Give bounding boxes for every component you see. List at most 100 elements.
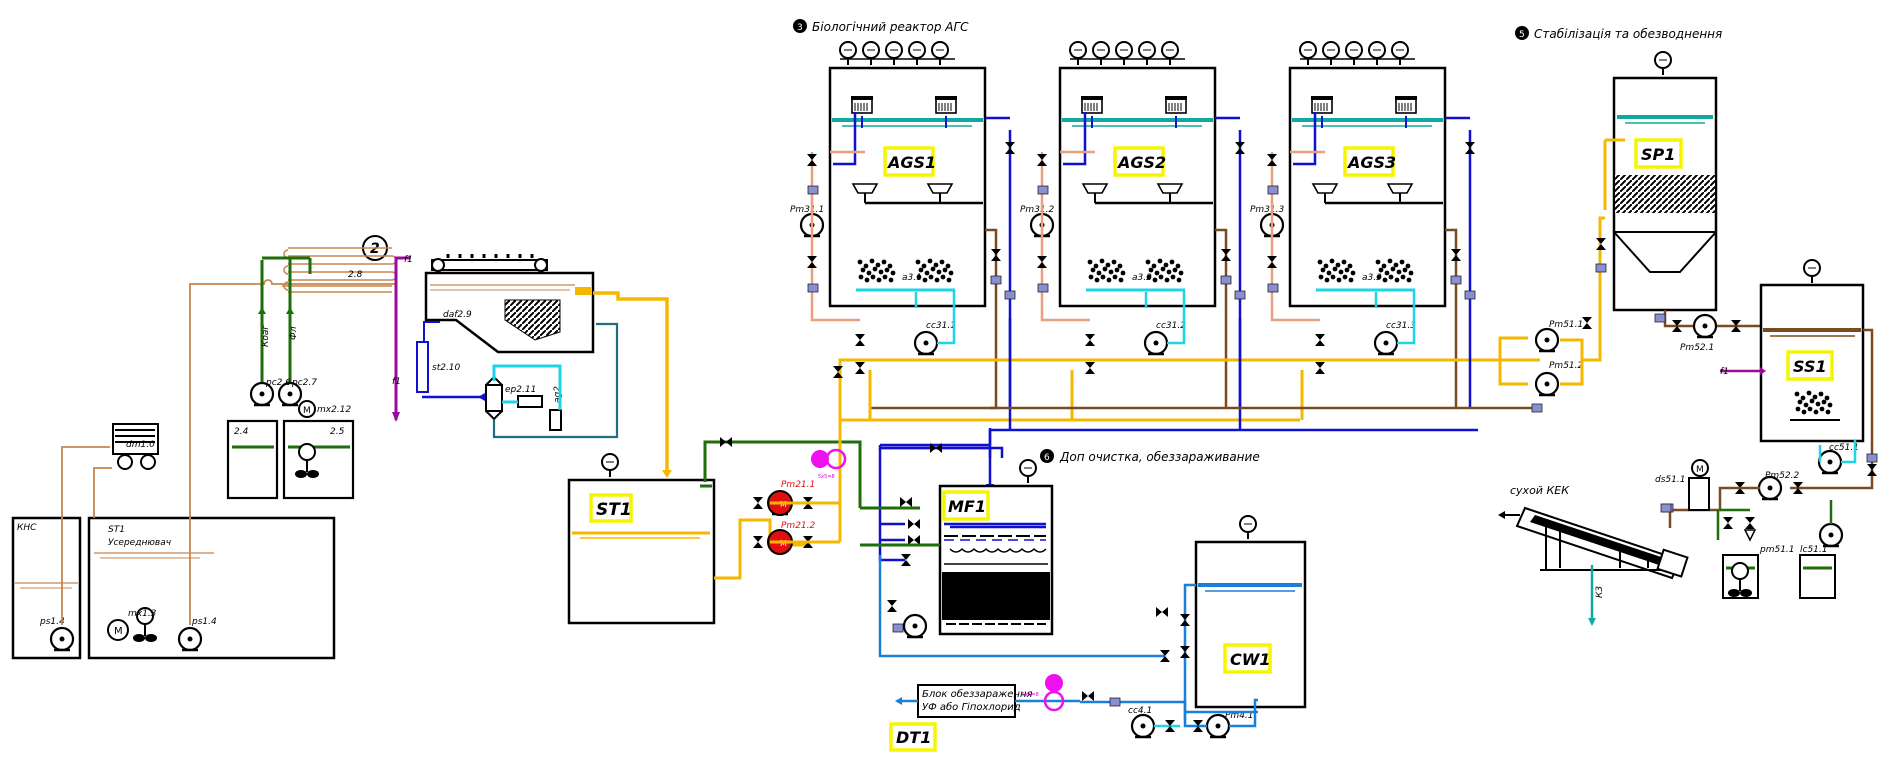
blower-label-cc31-3: cc31.3 xyxy=(1386,321,1416,331)
dosing-pump-label-1: pc2.6 xyxy=(265,378,291,388)
svg-text:Pm4.1: Pm4.1 xyxy=(1225,711,1254,721)
daf-to-st1-line xyxy=(593,291,669,470)
dewatering: Pm52.2 M ds51.1 pm51.1 lc51.1 xyxy=(1655,459,1844,599)
reactor-ags1: AGS1 a3.1 Pm31.1 cc31.1 xyxy=(790,41,998,410)
svg-text:a3.1: a3.1 xyxy=(902,273,922,283)
svg-text:5x5=8: 5x5=8 xyxy=(818,474,835,480)
thickener-sp1: SP1 Pm52.1 xyxy=(1603,51,1760,353)
svg-text:2.5: 2.5 xyxy=(330,427,345,437)
svg-text:M: M xyxy=(1696,465,1704,475)
svg-text:a3.3: a3.3 xyxy=(1362,273,1382,283)
dry-cake-label: сухой КЕК xyxy=(1510,484,1570,497)
pump-label-pm31-2: Pm31.2 xyxy=(1020,205,1055,215)
svg-text:2.4: 2.4 xyxy=(234,427,249,437)
blower-label-cc31-1: cc31.1 xyxy=(926,321,956,331)
equalizer-tank-st1: ST1 Усереднювач M mx1.3 ps1.4 xyxy=(87,516,336,660)
daf-unit: daf2.9 xyxy=(424,254,595,354)
svg-text:cc51.1: cc51.1 xyxy=(1829,443,1859,453)
uv-block-line1: Блок обеззараження xyxy=(922,688,1033,700)
section-3-heading: Біологічний реактор АГС xyxy=(812,20,969,34)
svg-text:pm51.1: pm51.1 xyxy=(1759,545,1795,555)
section-5-title: 5 Стабілізація та обезводнення xyxy=(1515,26,1722,41)
daf-saturator: st2.10 xyxy=(416,321,485,401)
reactor-ags2: AGS2 a3.2 Pm31.2 cc31.2 xyxy=(1020,41,1228,408)
uv-disinfection-block: Блок обеззараження УФ або Гіпохлорид 5x5… xyxy=(895,674,1080,718)
section-6-title: 6 Доп очистка, обеззараживание xyxy=(1040,449,1260,464)
svg-text:Pm52.2: Pm52.2 xyxy=(1765,471,1800,481)
svg-text:ag2: ag2 xyxy=(553,386,563,403)
buffer-tank-st1: ST1 xyxy=(567,453,716,625)
sludge-pumps-pm51: Pm51.1 Pm51.2 xyxy=(1498,216,1607,413)
purple-lines xyxy=(394,256,410,420)
mf-valves xyxy=(887,443,942,633)
sludge-stabilizer-ss1: SS1 f1 cc51.1 xyxy=(1720,259,1878,490)
dt1-label: DT1 xyxy=(889,722,937,752)
coag-label: Коаг xyxy=(261,325,271,347)
screen-label: dm1.0 xyxy=(126,440,155,450)
membrane-filter-mf1: MF1 xyxy=(938,459,1054,636)
flow-label-f1a: f1 xyxy=(404,255,413,265)
pump-label-pm31-3: Pm31.3 xyxy=(1250,205,1285,215)
pump-label-ps1-4b: ps1.4 xyxy=(191,617,217,627)
svg-text:M: M xyxy=(303,406,311,416)
svg-text:5x5=8: 5x5=8 xyxy=(1022,692,1039,698)
svg-text:f1: f1 xyxy=(1720,367,1729,377)
pump-label-pm21-2: Pm21.2 xyxy=(781,521,816,531)
svg-text:lc51.1: lc51.1 xyxy=(1800,545,1828,555)
tank-label-sp1: SP1 xyxy=(1641,145,1675,164)
svg-text:a3.2: a3.2 xyxy=(1132,273,1152,283)
svg-text:3: 3 xyxy=(797,23,803,33)
svg-text:Pm51.1: Pm51.1 xyxy=(1549,320,1583,330)
raw-water-lines xyxy=(61,279,395,625)
tank-label-ss1: SS1 xyxy=(1793,357,1827,376)
section-3-title: 3 Біологічний реактор АГС xyxy=(793,19,969,34)
reagent-lines xyxy=(260,256,312,385)
svg-text:К3: К3 xyxy=(1595,586,1605,598)
drum-screen-dm1: dm1.0 xyxy=(112,423,159,470)
svg-text:M: M xyxy=(114,626,123,637)
section-6-heading: Доп очистка, обеззараживание xyxy=(1059,450,1260,464)
tank-label-ags1: AGS1 xyxy=(886,153,936,172)
screw-press: сухой КЕК К3 xyxy=(1498,484,1689,626)
floc-label: Фл xyxy=(289,326,299,340)
svg-text:ds51.1: ds51.1 xyxy=(1655,475,1685,485)
svg-text:2: 2 xyxy=(370,241,380,257)
equalizer-label: ST1 xyxy=(108,525,125,535)
blower-label-cc31-2: cc31.2 xyxy=(1156,321,1186,331)
flow-label-f1b: f1 xyxy=(392,377,401,387)
svg-text:6: 6 xyxy=(1044,453,1050,463)
svg-text:cc4.1: cc4.1 xyxy=(1128,706,1152,716)
daf-recycle-line xyxy=(492,322,619,439)
pump-label-pm31-1: Pm31.1 xyxy=(790,205,824,215)
mixer-label-mx1-3: mx1.3 xyxy=(128,609,157,619)
dosing-pump-label-2: pc2.7 xyxy=(291,378,317,388)
daf-label: daf2.9 xyxy=(443,310,472,320)
kns-label: КНС xyxy=(17,523,37,533)
tank-label-ags3: AGS3 xyxy=(1346,153,1396,172)
pump-label-ps1-4a: ps1.4 xyxy=(39,617,65,627)
mixer-label-mx2-12: mx2.12 xyxy=(317,405,351,415)
reagent-tank-2-5: 2.5 xyxy=(282,419,355,500)
svg-text:ep2.11: ep2.11 xyxy=(505,385,536,395)
pressure-vessel-ep2-11: ep2.11 ag2 xyxy=(485,364,563,431)
svg-text:Pm51.2: Pm51.2 xyxy=(1549,361,1584,371)
clean-water-tank-cw1: CW1 xyxy=(1156,515,1307,720)
reactor-ags3: AGS3 a3.3 Pm31.3 cc31.3 xyxy=(1250,41,1458,408)
cw-pumps: cc4.1 Pm4.1 xyxy=(1080,691,1258,739)
tank-label-dt1: DT1 xyxy=(896,728,931,747)
flow-meter-magenta: 5x5=8 xyxy=(811,448,847,480)
tank-label-cw1: CW1 xyxy=(1230,650,1271,669)
uv-block-line2: УФ або Гіпохлорид xyxy=(922,701,1021,713)
pump-label-pm21-1: Pm21.1 xyxy=(781,480,815,490)
tank-label-mf1: MF1 xyxy=(948,497,986,516)
kns-tank: КНС ps1.4 xyxy=(11,516,82,660)
svg-text:Pm52.1: Pm52.1 xyxy=(1680,343,1714,353)
svg-text:5: 5 xyxy=(1519,30,1525,40)
flocculator-coil xyxy=(282,247,397,293)
tank-label-ags2: AGS2 xyxy=(1116,153,1166,172)
coil-label: 2.8 xyxy=(348,270,363,280)
svg-text:st2.10: st2.10 xyxy=(432,363,461,373)
tank-label-st1: ST1 xyxy=(596,500,632,520)
ags-headers xyxy=(838,116,1540,447)
